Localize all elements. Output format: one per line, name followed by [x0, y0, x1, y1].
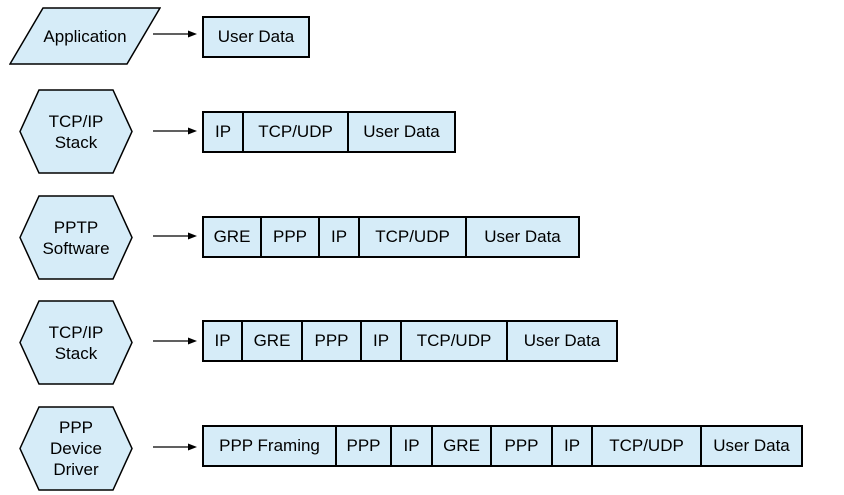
hexagon-ppp-device-driver-shape	[19, 406, 133, 491]
packet-row-1: User Data	[202, 16, 310, 58]
segment-gre: GRE	[431, 425, 492, 467]
packet-row-4: IP GRE PPP IP TCP/UDP User Data	[202, 320, 618, 362]
stage-label-application: Application	[43, 26, 127, 46]
segment-ip: IP	[551, 425, 593, 467]
segment-user-data: User Data	[202, 16, 310, 58]
packet-row-5: PPP Framing PPP IP GRE PPP IP TCP/UDP Us…	[202, 425, 803, 467]
segment-ppp: PPP	[335, 425, 392, 467]
segment-ip: IP	[318, 216, 360, 258]
segment-tcp-udp: TCP/UDP	[591, 425, 702, 467]
stage-label-ppp-device-driver: PPP Device Driver	[50, 418, 102, 479]
hexagon-pptp-software-shape	[19, 195, 133, 280]
right-arrow-icon	[153, 443, 197, 451]
segment-ppp: PPP	[301, 320, 362, 362]
segment-tcp-udp: TCP/UDP	[242, 111, 349, 153]
segment-user-data: User Data	[506, 320, 618, 362]
segment-ip: IP	[360, 320, 402, 362]
segment-ip: IP	[202, 320, 243, 362]
stage-label-tcpip-stack-2: TCP/IP Stack	[48, 322, 104, 363]
hexagon-tcpip-stack-shape	[19, 300, 133, 385]
stage-label-pptp-software: PPTP Software	[42, 217, 110, 258]
packet-row-3: GRE PPP IP TCP/UDP User Data	[202, 216, 580, 258]
right-arrow-icon	[153, 127, 197, 135]
packet-row-2: IP TCP/UDP User Data	[202, 111, 456, 153]
segment-gre: GRE	[202, 216, 262, 258]
segment-user-data: User Data	[347, 111, 456, 153]
stage-label-tcpip-stack-1: TCP/IP Stack	[48, 111, 104, 152]
segment-ppp: PPP	[260, 216, 320, 258]
hexagon-tcpip-stack-shape	[19, 89, 133, 174]
segment-ppp: PPP	[490, 425, 553, 467]
right-arrow-icon	[153, 30, 197, 38]
segment-user-data: User Data	[465, 216, 580, 258]
parallelogram-application-shape	[9, 7, 161, 65]
segment-gre: GRE	[241, 320, 303, 362]
right-arrow-icon	[153, 337, 197, 345]
segment-ip: IP	[390, 425, 433, 467]
segment-tcp-udp: TCP/UDP	[400, 320, 508, 362]
segment-tcp-udp: TCP/UDP	[358, 216, 467, 258]
right-arrow-icon	[153, 232, 197, 240]
segment-user-data: User Data	[700, 425, 803, 467]
segment-ppp-framing: PPP Framing	[202, 425, 337, 467]
segment-ip: IP	[202, 111, 244, 153]
